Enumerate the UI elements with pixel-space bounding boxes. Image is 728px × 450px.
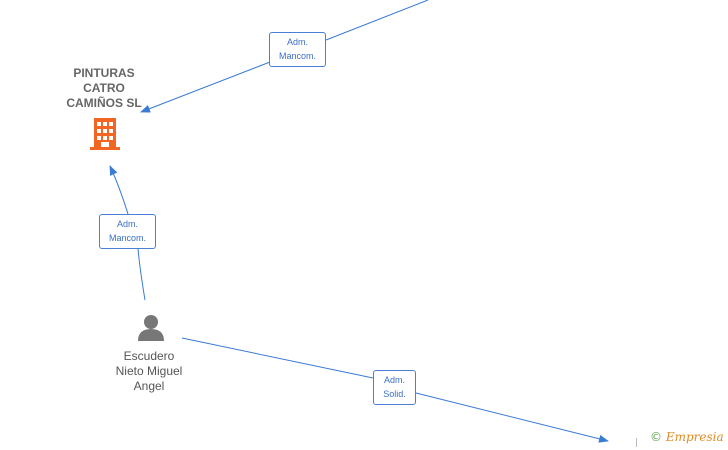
- person-name[interactable]: Escudero Nieto Miguel Angel: [115, 349, 183, 393]
- company-name[interactable]: PINTURAS CATRO CAMIÑOS SL: [66, 66, 142, 110]
- brand-name: Empresia: [665, 430, 724, 444]
- edge-line: [110, 166, 146, 301]
- copyright-icon: ©: [650, 430, 662, 444]
- edge-label: Adm. Solid.: [373, 370, 416, 405]
- edge-label: Adm. Mancom.: [269, 32, 326, 67]
- text-cursor-mark: [636, 438, 637, 447]
- edge-line: [181, 337, 608, 441]
- building-icon: [90, 118, 120, 150]
- person-icon: [138, 315, 164, 341]
- edge-line: [141, 0, 429, 112]
- watermark: © Empresia: [650, 430, 724, 444]
- edge-label: Adm. Mancom.: [99, 214, 156, 249]
